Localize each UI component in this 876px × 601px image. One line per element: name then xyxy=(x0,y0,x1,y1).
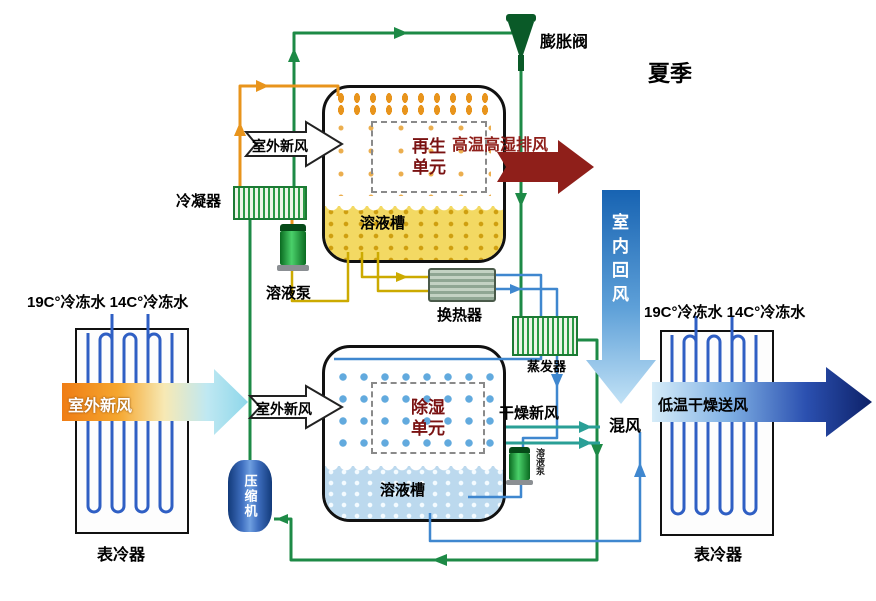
pump-body xyxy=(280,231,306,265)
return-air-label: 室内回风 xyxy=(609,213,628,309)
condenser-coil-icon xyxy=(233,186,307,220)
small-pump-label: 溶液泵 xyxy=(535,448,545,475)
solution-pump-icon xyxy=(277,224,309,271)
small-solution-pump-icon xyxy=(506,447,533,485)
mix-air-label: 混风 xyxy=(609,418,642,435)
regeneration-unit-box: 再生单元 xyxy=(322,85,506,263)
regen-droplets xyxy=(333,120,491,196)
dehumid-unit-label: 除湿单元 xyxy=(411,397,445,438)
dehumid-outdoor-air-label: 室外新风 xyxy=(256,401,312,417)
right-chilled-water-label: 19C°冷冻水 14C°冷冻水 xyxy=(644,304,806,321)
dry-air-arrows xyxy=(579,421,592,449)
solution-pump-label: 溶液泵 xyxy=(266,285,312,302)
compressor-icon: 压缩机 xyxy=(228,460,272,532)
exhaust-air-arrow xyxy=(497,140,594,194)
dehumid-droplets xyxy=(333,366,495,460)
dehumidification-unit-box: 除湿单元 xyxy=(322,345,506,522)
outdoor-air-arrow xyxy=(62,369,248,435)
regen-tank-wave xyxy=(325,205,503,214)
pump-cap xyxy=(280,224,306,231)
pump-cap xyxy=(509,447,530,453)
left-cooler-coil xyxy=(86,332,174,514)
refrigerant-flow-arrows xyxy=(276,27,603,566)
season-label: 夏季 xyxy=(648,61,693,86)
left-surface-cooler xyxy=(75,328,189,534)
cool-solution-arrows xyxy=(510,284,646,477)
supply-air-arrow xyxy=(652,367,872,437)
regen-tank-label: 溶液槽 xyxy=(360,215,406,232)
regen-solution-tank xyxy=(325,205,503,260)
left-chilled-water-label: 19C°冷冻水 14C°冷冻水 xyxy=(27,294,189,311)
pump-body xyxy=(509,453,530,480)
exhaust-label: 高温高湿排风 xyxy=(452,137,549,154)
heat-exchanger-icon xyxy=(428,268,496,302)
dehumid-tank-label: 溶液槽 xyxy=(380,482,426,499)
chilled-water-stubs xyxy=(110,314,734,342)
right-cooler-coil xyxy=(670,334,758,516)
fresh-air-arrow-regen xyxy=(243,120,344,168)
dehumid-solution-tank xyxy=(325,465,503,519)
regen-unit-core: 再生单元 xyxy=(371,121,487,193)
fresh-air-arrow-dehumid xyxy=(247,384,344,430)
evaporator-label: 蒸发器 xyxy=(527,359,567,374)
condenser-label: 冷凝器 xyxy=(176,193,222,210)
right-cooler-label: 表冷器 xyxy=(694,547,743,564)
heat-exchanger-label: 换热器 xyxy=(437,307,483,324)
evaporator-coil-icon xyxy=(512,316,578,356)
expansion-valve-label: 膨胀阀 xyxy=(540,34,589,51)
regen-spray-drips xyxy=(333,92,491,116)
pump-flange xyxy=(277,265,309,271)
supply-air-label: 低温干燥送风 xyxy=(658,397,749,414)
regen-outdoor-air-label: 室外新风 xyxy=(252,138,308,154)
regen-tank-arrow xyxy=(396,272,408,282)
hot-solution-arrows xyxy=(234,80,269,136)
return-air-arrow xyxy=(586,190,656,404)
compressor-label: 压缩机 xyxy=(242,473,258,519)
dehumid-unit-core: 除湿单元 xyxy=(371,382,485,454)
dry-air-label: 干燥新风 xyxy=(499,405,560,422)
left-outdoor-air-label: 室外新风 xyxy=(68,398,133,415)
regen-unit-label: 再生单元 xyxy=(412,136,446,177)
pump-flange xyxy=(506,480,533,485)
left-cooler-label: 表冷器 xyxy=(97,547,146,564)
expansion-valve-icon xyxy=(506,14,536,71)
dehumid-tank-wave xyxy=(325,465,503,474)
